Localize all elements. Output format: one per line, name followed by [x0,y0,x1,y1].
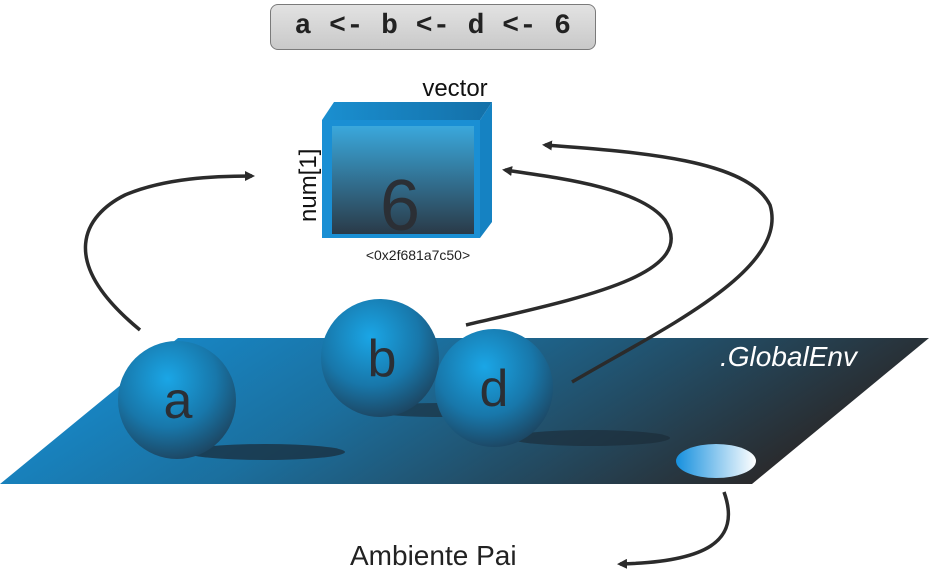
vector-box-side [480,102,492,238]
binding-b: b [321,299,439,417]
vector-attr-label: num[1] [295,149,322,222]
binding-label-a: a [164,372,193,430]
vector-type-label: vector [422,75,487,102]
vector-box-top [322,102,492,120]
binding-a: a [118,341,236,459]
binding-label-b: b [368,330,397,388]
vector-box-inner [332,126,474,234]
arrow-b-to-vector [465,166,673,327]
sphere-a [118,341,236,459]
arrow-a-to-vector [83,171,255,332]
sphere-b [321,299,439,417]
sphere-shadow-a [185,444,345,460]
sphere-d [435,329,553,447]
parent-env-portal [676,444,756,478]
arrow-parent-env [617,491,731,569]
vector-address: <0x2f681a7c50> [366,247,470,263]
code-expression: a <- b <- d <- 6 [270,4,596,50]
vector-object: 6 vector num[1] <0x2f681a7c50> [295,75,492,263]
vector-value: 6 [380,166,420,246]
parent-env-label: Ambiente Pai [350,540,517,571]
binding-d: d [435,329,553,447]
global-env-label: .GlobalEnv [720,341,859,372]
sphere-shadow-d [510,430,670,446]
binding-label-d: d [480,360,509,418]
arrow-d-to-vector [542,140,774,384]
